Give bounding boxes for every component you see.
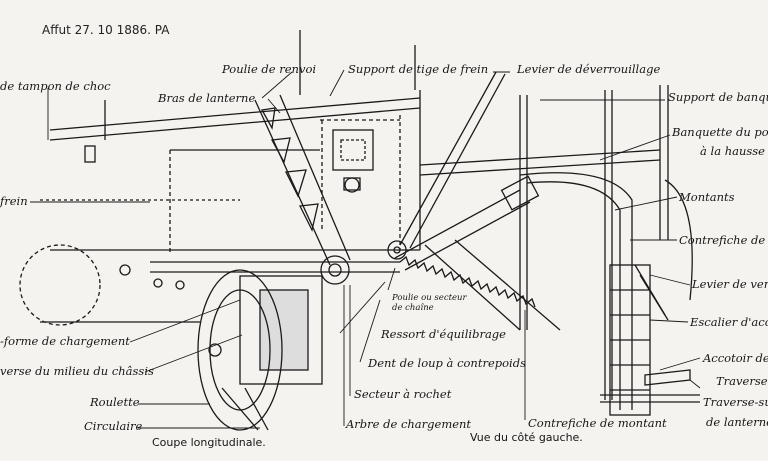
ghost-wheel — [19, 244, 101, 326]
roulette-assembly — [197, 269, 323, 431]
caption-vue-cote-gauche: Vue du côté gauche. — [470, 431, 583, 444]
label-bras-de-lanterne: Bras de lanterne — [158, 91, 256, 105]
label-roulette: Roulette — [90, 395, 140, 409]
label-montants: Montants — [679, 190, 735, 204]
side-view-frame — [424, 85, 700, 416]
lower-frame — [40, 261, 400, 323]
header-note: Affut 27. 10 1886. PA — [42, 23, 170, 37]
label-frein: frein — [0, 194, 28, 208]
label-plateforme: -forme de chargement — [0, 334, 130, 348]
label-support-banquette: Support de banquette — [668, 90, 768, 104]
caption-coupe-longitudinale: Coupe longitudinale. — [152, 436, 266, 449]
label-poulie-secteur: Poulie ou secteur de chaîne — [392, 293, 467, 313]
label-circulaire: Circulaire — [84, 419, 143, 433]
label-ressort-equilibrage: Ressort d'équilibrage — [381, 327, 506, 341]
label-tampon-de-choc: de tampon de choc — [0, 79, 111, 93]
label-contrefiche-banquette: Contrefiche de banq — [679, 233, 768, 247]
brake-rod-support — [321, 120, 374, 230]
leader-lines — [30, 69, 701, 429]
label-support-tige-frein: Support de tige de frein — [348, 62, 489, 76]
label-traverse-a: Traverse d'a — [716, 374, 768, 388]
label-accotoir: Accotoir de b — [703, 351, 768, 365]
balance-spring — [387, 175, 540, 308]
label-levier-deverrouillage: Levier de déverrouillage — [517, 62, 661, 76]
label-levier-verrou: Levier de verrou — [692, 277, 768, 291]
label-dent-de-loup: Dent de loup à contrepoids — [368, 356, 526, 370]
label-arbre-chargement: Arbre de chargement — [346, 417, 472, 431]
unlock-lever — [399, 71, 661, 249]
label-contrefiche-montant: Contrefiche de montant — [528, 416, 667, 430]
label-traverse-support: Traverse-supp — [703, 395, 768, 409]
label-banquette-pointeur: Banquette du poin — [672, 125, 768, 139]
label-secteur-rochet: Secteur à rochet — [354, 387, 452, 401]
label-a-la-hausse: à la hausse — [700, 144, 765, 158]
chassis-body — [40, 30, 421, 252]
label-de-lanterne: de lanterne — [706, 415, 768, 429]
label-escalier-acces: Escalier d'accè — [690, 315, 768, 329]
lantern-arm — [254, 94, 351, 285]
label-traverse-milieu: verse du milieu du châssis — [0, 364, 154, 378]
label-poulie-de-renvoi: Poulie de renvoi — [222, 62, 317, 76]
